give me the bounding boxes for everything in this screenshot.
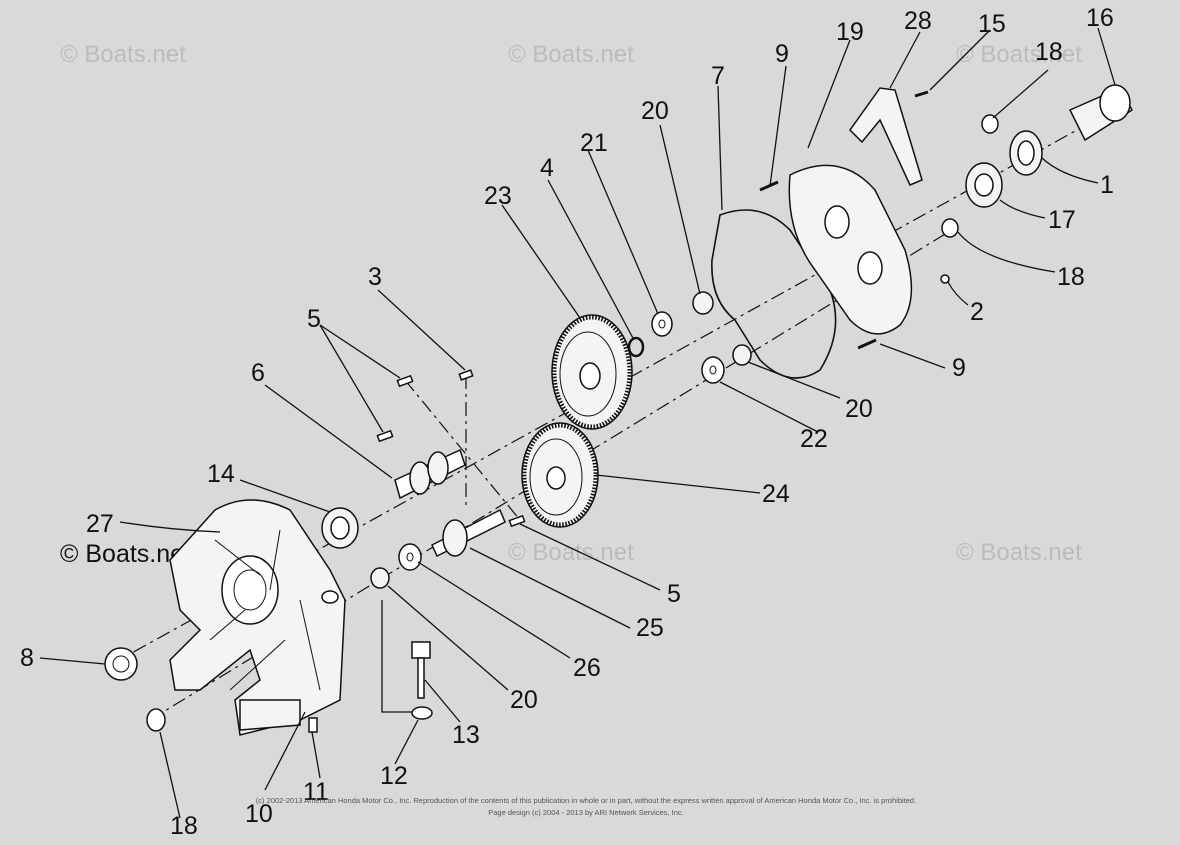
- callout-9-lower: 9: [952, 354, 966, 382]
- part-8-seal: [104, 647, 138, 681]
- watermark: © Boats.net: [508, 539, 634, 566]
- callout-21: 21: [580, 129, 608, 157]
- part-2-bolt: [940, 274, 950, 284]
- callout-20-lower: 20: [510, 686, 538, 714]
- callout-5-lower: 5: [667, 580, 681, 608]
- callout-15: 15: [978, 10, 1006, 38]
- drain-bracket: [381, 600, 415, 713]
- callout-20-mid: 20: [845, 395, 873, 423]
- watermark-strong: © Boats.net: [60, 540, 191, 568]
- callout-18-mid: 18: [1057, 263, 1085, 291]
- callout-14: 14: [207, 460, 235, 488]
- part-5-key-upper: [396, 374, 414, 388]
- watermark: © Boats.net: [956, 41, 1082, 68]
- callout-9-upper: 9: [775, 40, 789, 68]
- callout-numbers: 1 2 3 4 5 5 6 7 8 9 9 10 11 12 13 14 15 …: [20, 4, 1114, 840]
- part-16-output-shaft: [1068, 84, 1133, 142]
- part-20-bushing-mid: [732, 344, 752, 366]
- part-5-key-mid: [376, 429, 394, 443]
- part-26-washer: [398, 543, 422, 571]
- leader-lines: [39, 27, 1116, 819]
- callout-23: 23: [484, 182, 512, 210]
- callout-25: 25: [636, 614, 664, 642]
- callout-3: 3: [368, 263, 382, 291]
- part-17-bearing: [965, 162, 1003, 208]
- part-18-washer-lower: [146, 708, 166, 732]
- part-1-seal: [1009, 130, 1043, 176]
- watermark: © Boats.net: [60, 41, 186, 68]
- part-20-bushing-lower: [370, 567, 390, 589]
- callout-10: 10: [245, 800, 273, 828]
- callout-11: 11: [303, 778, 329, 806]
- part-13-drain-plug: [411, 641, 431, 699]
- callout-13: 13: [452, 721, 480, 749]
- part-11-bolt: [308, 717, 318, 733]
- callout-18-upper: 18: [1035, 38, 1063, 66]
- part-4-circlip: [627, 336, 645, 358]
- transmission-housing: [169, 499, 346, 736]
- part-23-gear: [551, 314, 633, 430]
- callout-27: 27: [86, 510, 114, 538]
- part-3-key: [458, 369, 474, 381]
- part-28-bracket: [849, 87, 923, 186]
- part-9-pin-lower: [857, 338, 877, 350]
- callout-28: 28: [904, 7, 932, 35]
- part-15-screw: [914, 90, 929, 98]
- copyright-line: (c) 2002-2013 American Honda Motor Co., …: [256, 796, 916, 805]
- part-6-shaft: [394, 448, 466, 500]
- callout-2: 2: [970, 298, 984, 326]
- callout-7: 7: [711, 62, 725, 90]
- watermark: © Boats.net: [956, 539, 1082, 566]
- callout-1: 1: [1100, 171, 1114, 199]
- callout-20-upper: 20: [641, 97, 669, 125]
- part-14-bearing: [321, 507, 359, 549]
- part-19-cover: [788, 164, 913, 335]
- callout-18-lower: 18: [170, 812, 198, 840]
- upper-axis-line: [109, 119, 1096, 666]
- key-axis-line: [404, 379, 521, 521]
- part-7-gasket: [711, 209, 837, 379]
- part-18-washer-upper: [981, 114, 999, 134]
- part-24-gear: [521, 422, 599, 528]
- part-5-key-lower: [508, 514, 526, 528]
- callout-24: 24: [762, 480, 790, 508]
- part-21-washer: [651, 311, 673, 337]
- watermark: © Boats.net: [508, 41, 634, 68]
- page-design-line: Page design (c) 2004 - 2013 by ARI Netwo…: [488, 808, 684, 817]
- callout-26: 26: [573, 654, 601, 682]
- part-12-washer: [411, 706, 433, 720]
- callout-6: 6: [251, 359, 265, 387]
- callout-22: 22: [800, 425, 828, 453]
- callout-4: 4: [540, 154, 554, 182]
- callout-5-upper: 5: [307, 305, 321, 333]
- part-22-washer: [701, 356, 725, 384]
- callout-8: 8: [20, 644, 34, 672]
- part-25-pinion-shaft: [431, 508, 506, 558]
- callout-17: 17: [1048, 206, 1076, 234]
- callout-16: 16: [1086, 4, 1114, 32]
- part-20-bushing-upper: [692, 291, 714, 315]
- callout-19: 19: [836, 18, 864, 46]
- callout-12: 12: [380, 762, 408, 790]
- part-9-pin-upper: [759, 180, 779, 192]
- part-18-washer-mid: [941, 218, 959, 238]
